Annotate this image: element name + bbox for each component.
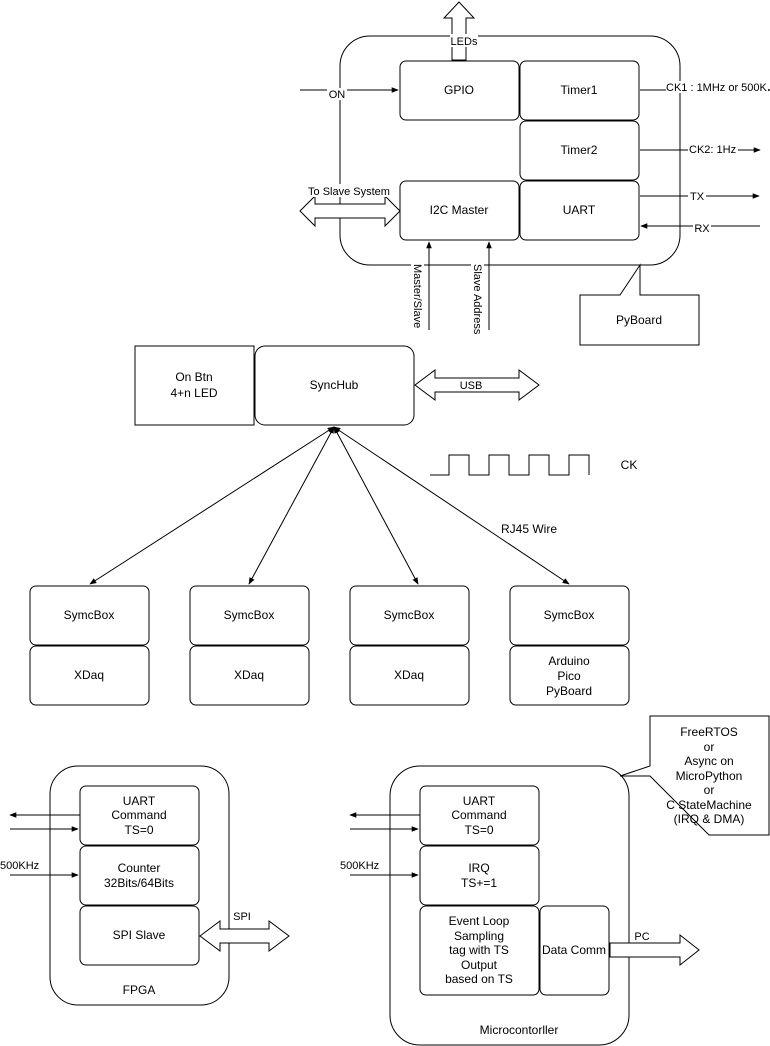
event-loop-block: [419, 905, 540, 996]
symcbox-4: [509, 585, 630, 646]
hub-link-3: [333, 426, 419, 585]
counter-block: [79, 845, 200, 906]
mcu-uart-line3: TS=0: [464, 823, 493, 837]
synchub-label: SyncHub: [310, 378, 359, 392]
spi-label: SPI: [233, 911, 251, 923]
pc-label: PC: [634, 931, 649, 943]
ck-label: CK: [621, 458, 638, 472]
gpio-label: GPIO: [444, 83, 474, 97]
ck2-label: CK2: 1Hz: [689, 144, 736, 156]
event-loop-line5: based on TS: [445, 972, 513, 986]
irq-block: [419, 845, 540, 906]
event-loop-line1: Event Loop: [449, 914, 510, 928]
fpga-clock-label: 500KHz: [0, 860, 39, 872]
uart-block: [519, 180, 640, 241]
uart-label: UART: [563, 203, 596, 217]
symcbox-4-label: SymcBox: [544, 608, 595, 622]
fpga-uart-line3: TS=0: [124, 823, 153, 837]
board-option-pico: Pico: [557, 669, 581, 683]
mcu-section: UART Command TS=0 IRQ TS+=1 Event Loop S…: [340, 715, 770, 1046]
hub-link-2: [248, 426, 335, 585]
xdaq-2-label: XDaq: [234, 668, 264, 682]
master-slave-label: Master/Slave: [411, 264, 423, 328]
on-btn-box: [134, 345, 255, 426]
data-comm-label: Data Comm: [542, 943, 606, 957]
counter-line2: 32Bits/64Bits: [104, 876, 174, 890]
leds-arrow: [442, 1, 476, 61]
pyboard-section: LEDs GPIO Timer1 Timer2 I2C Master UART …: [299, 1, 770, 346]
rtos-note-line2: or: [704, 740, 715, 754]
xdaq-3-label: XDaq: [394, 668, 424, 682]
leds-label: LEDs: [451, 36, 478, 48]
symcbox-2-label: SymcBox: [224, 608, 275, 622]
timer2-block: [519, 120, 640, 181]
event-loop-line2: Sampling: [454, 929, 504, 943]
fpga-uart-line2: Command: [111, 808, 166, 822]
fpga-title: FPGA: [123, 983, 156, 997]
symcbox-3-label: SymcBox: [384, 608, 435, 622]
to-slave-label: To Slave System: [308, 186, 390, 198]
rtos-note-line4: MicroPython: [676, 769, 743, 783]
xdaq-3: [349, 645, 470, 706]
pyboard-callout: [579, 263, 700, 346]
mcu-uart-line1: UART: [463, 794, 496, 808]
timer1-block: [519, 60, 640, 121]
i2c-master-label: I2C Master: [430, 203, 489, 217]
rj45-label: RJ45 Wire: [501, 522, 557, 536]
hub-link-1: [89, 426, 335, 585]
rtos-note-line3: Async on: [684, 754, 733, 768]
mcu-uart-line2: Command: [451, 808, 506, 822]
rtos-note-callout: [619, 715, 770, 836]
board-option-pyboard: PyBoard: [546, 684, 592, 698]
timer2-label: Timer2: [561, 143, 598, 157]
usb-label: USB: [460, 380, 483, 392]
symcbox-1-label: SymcBox: [64, 608, 115, 622]
spi-slave-label: SPI Slave: [113, 928, 166, 942]
gpio-block: [399, 60, 520, 121]
event-loop-line3: tag with TS: [449, 943, 509, 957]
tx-label: TX: [690, 191, 705, 203]
on-btn-label: On Btn: [175, 370, 212, 384]
rx-label: RX: [694, 223, 710, 235]
to-slave-double-arrow: [299, 194, 401, 228]
xdaq-2: [189, 645, 310, 706]
board-options-box: [509, 645, 630, 706]
fpga-uart-line1: UART: [123, 794, 156, 808]
synchub-section: On Btn 4+n LED SyncHub USB CK RJ45 Wire …: [29, 345, 638, 706]
symcbox-1: [29, 585, 150, 646]
hub-link-4: [333, 426, 570, 585]
led-count-label: 4+n LED: [170, 386, 217, 400]
counter-line1: Counter: [118, 861, 161, 875]
ck1-label: CK1 : 1MHz or 500K: [666, 82, 768, 94]
symcbox-2: [189, 585, 310, 646]
irq-line1: IRQ: [468, 861, 489, 875]
spi-double-arrow: [199, 920, 290, 952]
event-loop-line4: Output: [461, 958, 498, 972]
rtos-note-line6: C StateMachine: [666, 798, 752, 812]
spi-slave-block: [79, 905, 200, 966]
timer1-label: Timer1: [561, 83, 598, 97]
synchub-block: [254, 345, 415, 426]
slave-address-label: Slave Address: [471, 264, 483, 335]
fpga-section: UART Command TS=0 Counter 32Bits/64Bits …: [0, 765, 290, 1006]
pyboard-callout-label: PyBoard: [616, 313, 662, 327]
rtos-note-line1: FreeRTOS: [680, 725, 738, 739]
rtos-note-line5: or: [704, 783, 715, 797]
pc-arrow: [609, 933, 700, 967]
xdaq-1: [29, 645, 150, 706]
board-option-arduino: Arduino: [548, 654, 590, 668]
data-comm-block: [539, 905, 610, 996]
symcbox-3: [349, 585, 470, 646]
xdaq-1-label: XDaq: [74, 668, 104, 682]
irq-line2: TS+=1: [461, 876, 497, 890]
mcu-title: Microcontorller: [480, 1023, 559, 1037]
clock-waveform: [430, 454, 590, 476]
mcu-clock-label: 500KHz: [340, 860, 379, 872]
rtos-note-line7: (IRQ & DMA): [674, 812, 745, 826]
on-label: ON: [329, 89, 346, 101]
